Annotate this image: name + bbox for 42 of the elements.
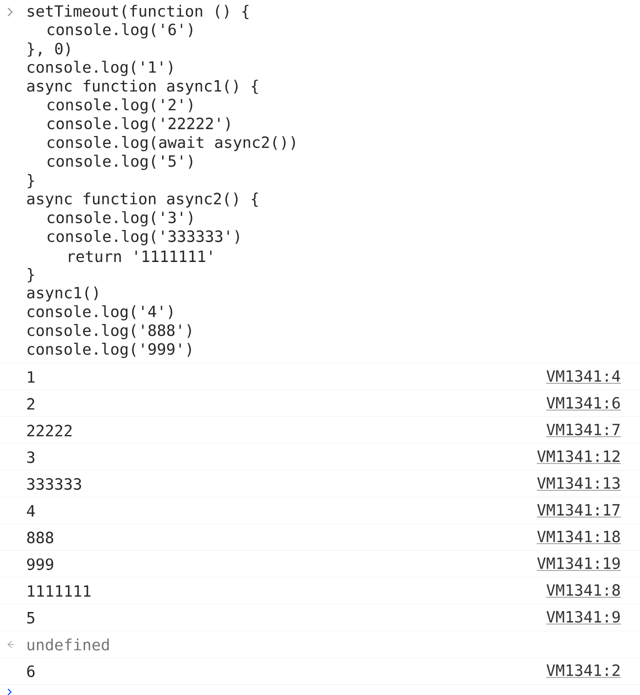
output-value: 5 <box>27 612 34 624</box>
code-line: console.log('3') <box>48 211 192 226</box>
code-line: }, 0) <box>28 42 70 57</box>
output-value: 888 <box>27 532 54 544</box>
code-line: async function async2() { <box>27 192 258 208</box>
source-link: VM1341:17 <box>536 504 621 518</box>
output-value: 333333 <box>27 478 82 490</box>
output-value: 1111111 <box>28 585 90 597</box>
code-line: console.log('1') <box>28 60 172 76</box>
code-line: console.log('22222') <box>48 117 230 132</box>
code-line: console.log(await async2()) <box>48 136 295 152</box>
source-link: VM1341:18 <box>536 530 621 544</box>
code-line: setTimeout(function () { <box>28 4 248 20</box>
source-link: VM1341:13 <box>536 477 621 490</box>
code-line: console.log('888') <box>28 324 191 340</box>
output-value: 999 <box>27 558 54 570</box>
output-value: undefined <box>28 638 109 650</box>
code-line: return '1111111' <box>68 250 212 262</box>
code-line: console.log('6') <box>48 23 192 38</box>
source-link: VM1341:6 <box>546 396 621 410</box>
source-link: VM1341:19 <box>536 557 621 571</box>
code-line: console.log('5') <box>48 154 192 170</box>
code-line: console.log('2') <box>48 98 192 114</box>
code-line: } <box>28 268 34 282</box>
output-value: 4 <box>26 505 35 516</box>
code-line: async1() <box>27 286 98 302</box>
code-line: console.log('999') <box>28 342 191 358</box>
output-value: 6 <box>27 665 35 678</box>
source-link: VM1341:9 <box>546 610 621 624</box>
source-link: VM1341:8 <box>546 584 621 598</box>
code-line: } <box>28 174 34 188</box>
code-line: console.log('4') <box>28 305 172 320</box>
source-link: VM1341:2 <box>546 664 621 678</box>
code-line: async function async1() { <box>27 80 258 95</box>
source-link: VM1341:12 <box>536 450 621 464</box>
code-line: console.log('333333') <box>48 230 239 246</box>
output-value: 2 <box>27 398 34 410</box>
output-value: 22222 <box>27 424 72 436</box>
output-value: 1 <box>28 371 34 383</box>
source-link: VM1341:7 <box>546 424 621 437</box>
source-link: VM1341:4 <box>546 370 621 384</box>
output-value: 3 <box>27 451 34 464</box>
